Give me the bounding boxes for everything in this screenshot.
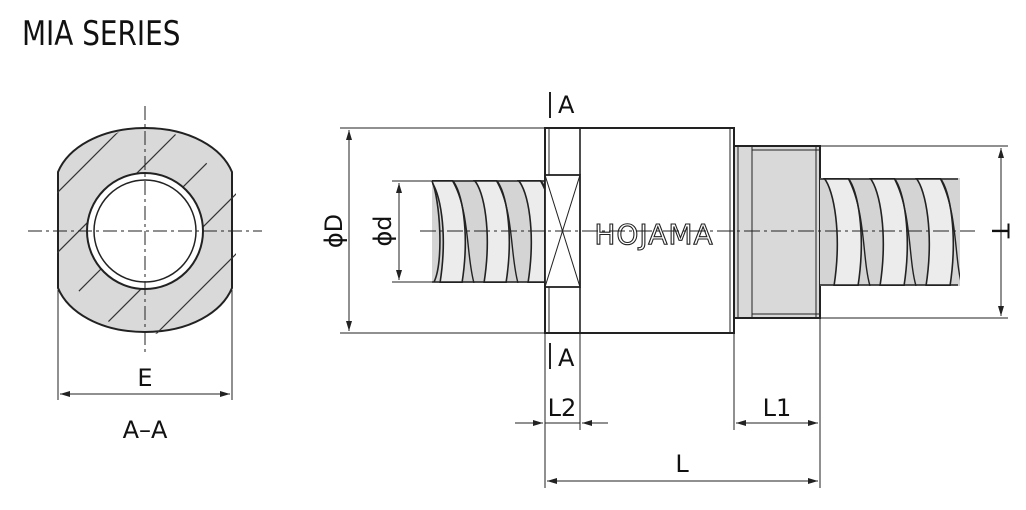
section-caption: A–A: [123, 416, 168, 444]
dimension-outer-diameter-label: ϕD: [320, 214, 348, 248]
section-view-a-a: E A–A: [28, 106, 262, 444]
dimension-l2-label: L2: [548, 394, 577, 422]
right-screw: [820, 178, 960, 286]
threaded-end: [733, 145, 821, 319]
dimension-e-label: E: [137, 364, 152, 392]
section-mark-top: A: [558, 91, 575, 119]
section-mark-bottom: A: [558, 344, 575, 372]
side-view: HOJAMA A A: [320, 91, 1014, 488]
dimension-thread-diameter-label: T: [986, 223, 1014, 239]
dimension-l1-label: L1: [763, 394, 792, 422]
page-title: MIA SERIES: [22, 14, 181, 54]
dimension-l-label: L: [675, 450, 689, 478]
dimension-screw-diameter-label: ϕd: [369, 215, 397, 246]
brand-logo-text: HOJAMA: [594, 218, 713, 251]
